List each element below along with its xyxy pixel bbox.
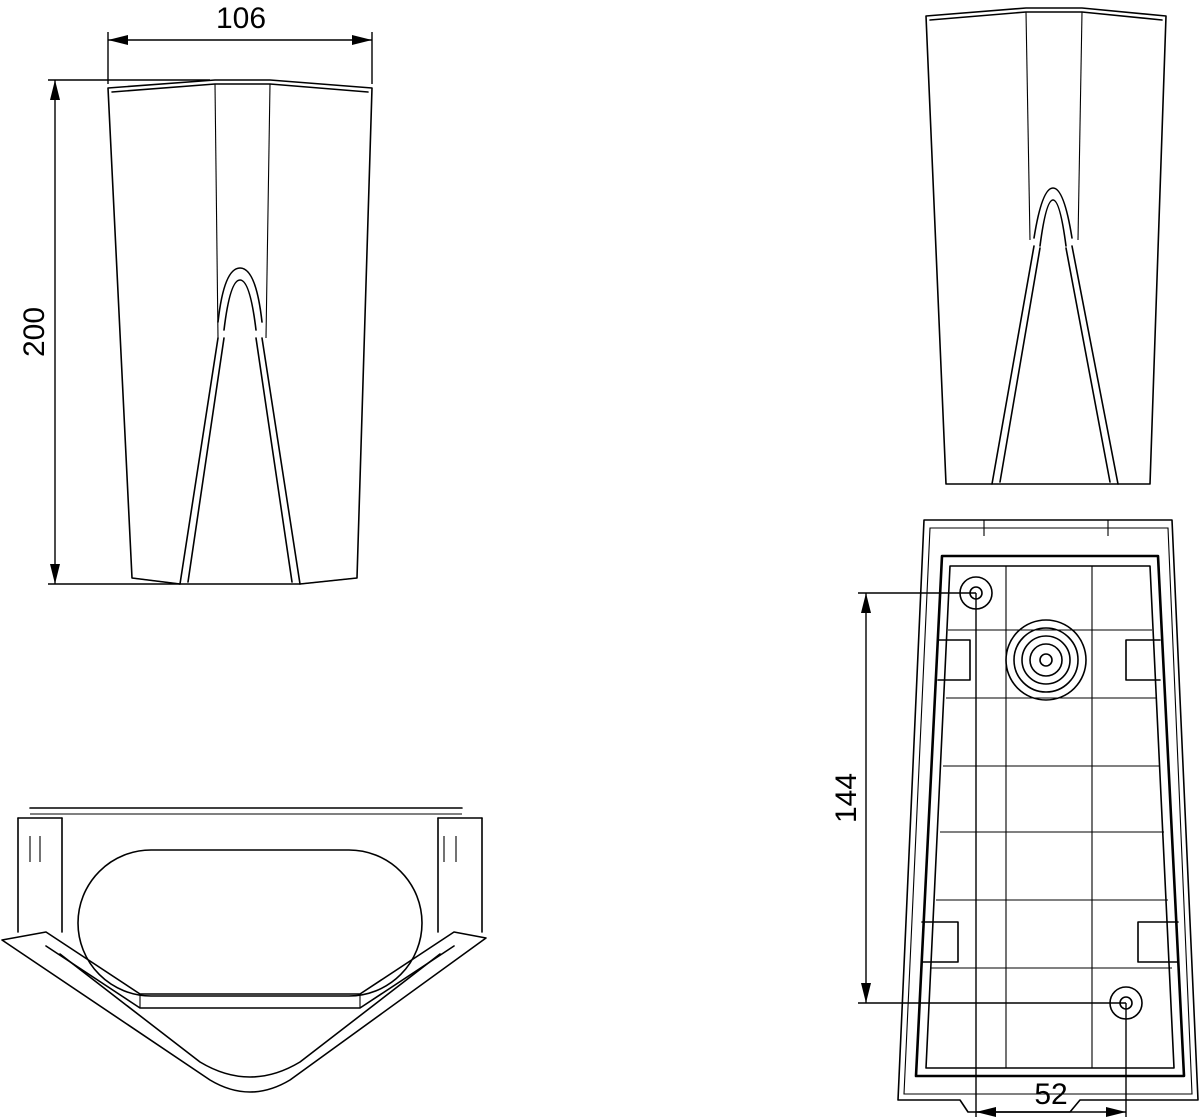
front-view [107,79,373,585]
width-dimension: 106 [107,2,373,84]
hole-horizontal-dimension: 52 [975,593,1127,1117]
rear-view [925,7,1167,485]
hole-horizontal-dimension-label: 52 [1034,1078,1067,1111]
width-dimension-label: 106 [216,2,266,35]
height-dimension-label: 200 [18,307,51,357]
bottom-view [897,519,1199,1113]
hole-vertical-dimension: 144 [830,592,1126,1004]
hole-vertical-dimension-label: 144 [830,773,863,823]
top-view [1,807,487,1093]
height-dimension: 200 [18,79,210,585]
